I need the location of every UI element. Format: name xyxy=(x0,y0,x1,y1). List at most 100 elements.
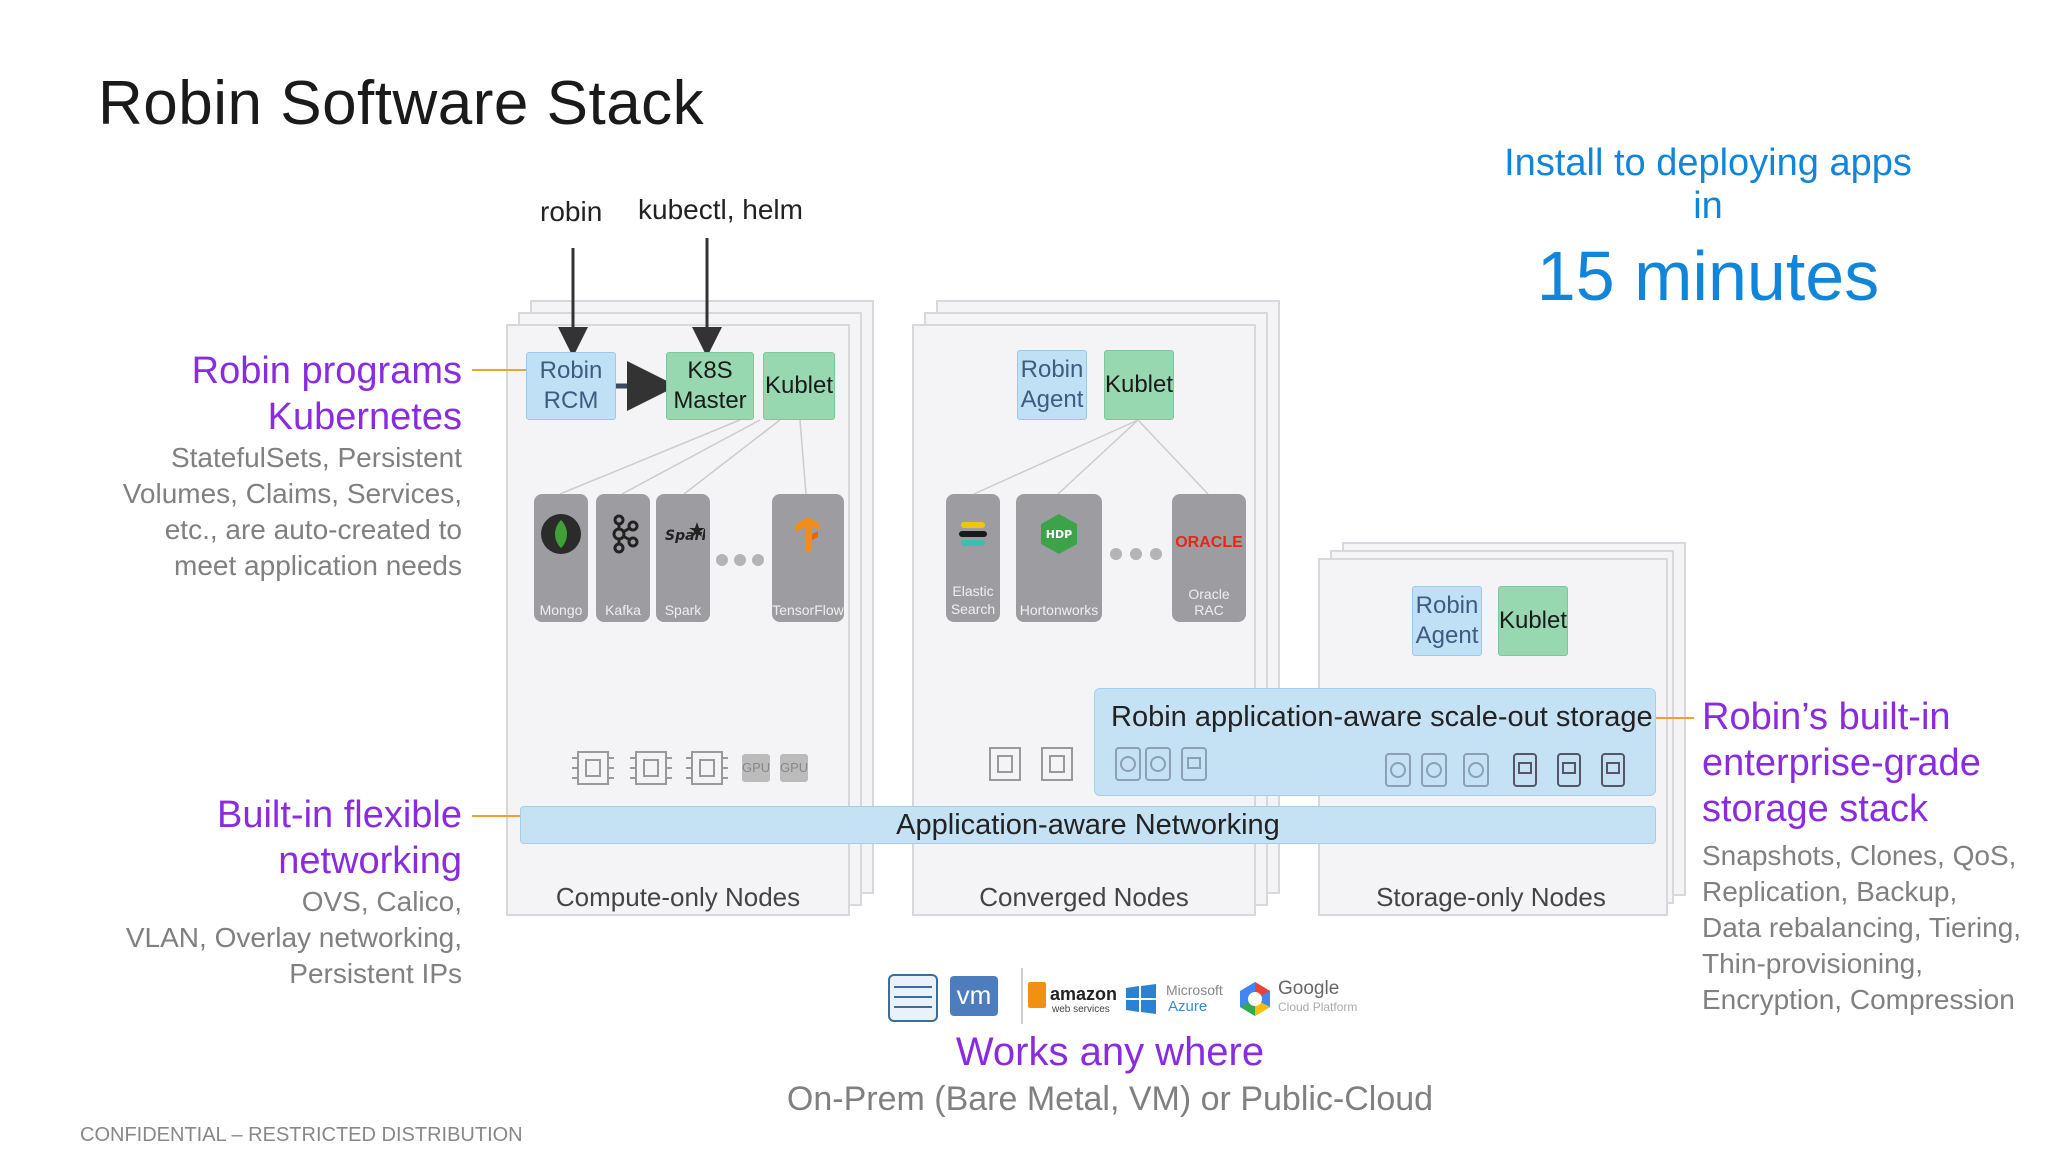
storage-heading-2: enterprise-grade xyxy=(1702,742,1981,784)
elasticsearch-tile: Elastic Search xyxy=(946,494,1000,622)
storage-bar-label: Robin application-aware scale-out storag… xyxy=(1111,701,1653,733)
networking-heading-2: networking xyxy=(278,840,462,882)
microsoft-azure-logo: Microsoft Azure xyxy=(1124,980,1234,1020)
onprem-text: On-Prem (Bare Metal, VM) or Public-Cloud xyxy=(786,1080,1434,1118)
networking-bar-label: Application-aware Networking xyxy=(896,809,1280,841)
converged-kublet-box: Kublet xyxy=(1104,350,1174,420)
oracle-rac-tile: ORACLE Oracle RAC xyxy=(1172,494,1246,622)
amazon-text: amazon xyxy=(1050,984,1118,1004)
storage-sub-4: Thin-provisioning, xyxy=(1702,948,1923,979)
azure-line1: Microsoft xyxy=(1166,982,1223,998)
google-cloud-platform-logo: Google Cloud Platform xyxy=(1236,976,1366,1022)
storage-heading-1: Robin’s built-in xyxy=(1702,696,1951,738)
storage-robin-agent-line1: Robin xyxy=(1415,592,1479,619)
robin-programs-sub-4: meet application needs xyxy=(174,550,462,581)
converged-robin-agent-line1: Robin xyxy=(1020,356,1084,383)
ellipsis-dot xyxy=(1110,548,1122,560)
tensorflow-tile: TensorFlow xyxy=(772,494,844,622)
robin-rcm-line2: RCM xyxy=(543,387,599,414)
kafka-icon xyxy=(612,514,639,554)
robin-programs-heading-2: Kubernetes xyxy=(267,396,462,438)
robin-rcm-box: Robin RCM xyxy=(526,352,616,420)
aws-subtext: web services xyxy=(1052,1004,1110,1015)
ellipsis-dot xyxy=(716,554,728,566)
gpu-icon: GPU xyxy=(780,754,808,782)
storage-annotation: Robin’s built-in enterprise-grade storag… xyxy=(1702,694,2042,1018)
storage-sub-1: Snapshots, Clones, QoS, xyxy=(1702,840,2017,871)
storage-sub-3: Data rebalancing, Tiering, xyxy=(1702,912,2022,943)
spark-tile: Spark Spark xyxy=(656,494,710,622)
hortonworks-tile: HDP Hortonworks xyxy=(1016,494,1102,622)
hdp-text: HDP xyxy=(1046,528,1072,541)
compute-nodes-label: Compute-only Nodes xyxy=(555,882,801,912)
ellipsis-dot xyxy=(1130,548,1142,560)
ellipsis-dot xyxy=(752,554,764,566)
mongo-label: Mongo xyxy=(539,602,583,618)
converged-robin-agent-line2: Agent xyxy=(1020,386,1084,413)
robin-programs-sub-1: StatefulSets, Persistent xyxy=(170,442,462,473)
compute-kublet-label: Kublet xyxy=(764,372,834,399)
networking-annotation: Built-in flexible networking OVS, Calico… xyxy=(60,792,462,992)
k8s-master-line2: Master xyxy=(673,387,747,414)
kafka-tile: Kafka xyxy=(596,494,650,622)
k8s-master-box: K8S Master xyxy=(666,352,754,420)
hortonworks-icon: HDP xyxy=(1041,514,1077,554)
elasticsearch-icon xyxy=(959,522,987,546)
storage-sub-2: Replication, Backup, xyxy=(1702,876,1958,907)
google-line2: Cloud Platform xyxy=(1278,1000,1358,1014)
robin-command: robin xyxy=(540,196,603,227)
storage-heading-3: storage stack xyxy=(1702,788,1928,830)
robin-rcm-line1: Robin xyxy=(539,357,603,384)
spark-label: Spark xyxy=(664,602,702,618)
networking-sub-2: VLAN, Overlay networking, xyxy=(125,922,462,953)
amazon-web-services-logo: amazon web services xyxy=(1028,978,1118,1022)
hortonworks-label: Hortonworks xyxy=(1019,602,1099,618)
application-aware-networking-bar: Application-aware Networking xyxy=(520,806,1656,844)
oracle-rac-label: Oracle RAC xyxy=(1188,586,1230,618)
robin-programs-annotation: Robin programs Kubernetes StatefulSets, … xyxy=(60,348,462,584)
tensorflow-icon xyxy=(796,517,820,553)
elasticsearch-label-line2: Search xyxy=(950,601,996,617)
page-title: Robin Software Stack xyxy=(98,69,705,138)
kafka-label: Kafka xyxy=(605,602,641,618)
minutes-text: 15 minutes xyxy=(1536,237,1880,315)
k8s-master-line1: K8S xyxy=(687,357,733,384)
storage-kublet-label: Kublet xyxy=(1498,607,1568,634)
networking-sub-1: OVS, Calico, xyxy=(301,886,462,917)
mongo-tile: Mongo xyxy=(534,494,588,622)
azure-line2: Azure xyxy=(1168,998,1208,1015)
mongodb-icon xyxy=(541,514,581,554)
converged-robin-agent-box: Robin Agent xyxy=(1017,350,1087,420)
storage-nodes-label: Storage-only Nodes xyxy=(1376,882,1606,912)
works-anywhere-text: Works any where xyxy=(955,1030,1265,1074)
ellipsis-dot xyxy=(734,554,746,566)
scale-out-storage-bar: Robin application-aware scale-out storag… xyxy=(1094,688,1656,796)
compute-kublet-box: Kublet xyxy=(763,352,835,420)
storage-robin-agent-box: Robin Agent xyxy=(1412,586,1482,656)
storage-kublet-box: Kublet xyxy=(1498,586,1568,656)
ellipsis-dot xyxy=(1150,548,1162,560)
install-text: Install to deploying apps in xyxy=(1504,142,1912,227)
robin-programs-sub-2: Volumes, Claims, Services, xyxy=(122,478,462,509)
kubectl-command: kubectl, helm xyxy=(638,194,803,225)
server-icon xyxy=(888,974,938,1022)
confidential-footer: CONFIDENTIAL – RESTRICTED DISTRIBUTION xyxy=(80,1124,523,1146)
windows-icon xyxy=(1126,984,1156,1014)
converged-kublet-label: Kublet xyxy=(1104,371,1174,398)
storage-sub-5: Encryption, Compression xyxy=(1702,984,2015,1015)
gpu-icon: GPU xyxy=(742,754,770,782)
robin-programs-heading: Robin programs xyxy=(191,350,462,392)
google-cloud-icon xyxy=(1240,982,1270,1016)
elasticsearch-label-line1: Elastic xyxy=(952,583,994,599)
vmware-logo: vm xyxy=(950,976,998,1016)
networking-heading: Built-in flexible xyxy=(217,794,462,836)
converged-nodes-label: Converged Nodes xyxy=(979,882,1189,912)
tensorflow-label: TensorFlow xyxy=(772,602,844,618)
spark-icon: Spark xyxy=(665,522,705,544)
oracle-logo: ORACLE xyxy=(1175,534,1243,551)
networking-sub-3: Persistent IPs xyxy=(289,958,462,989)
google-line1: Google xyxy=(1278,978,1340,999)
